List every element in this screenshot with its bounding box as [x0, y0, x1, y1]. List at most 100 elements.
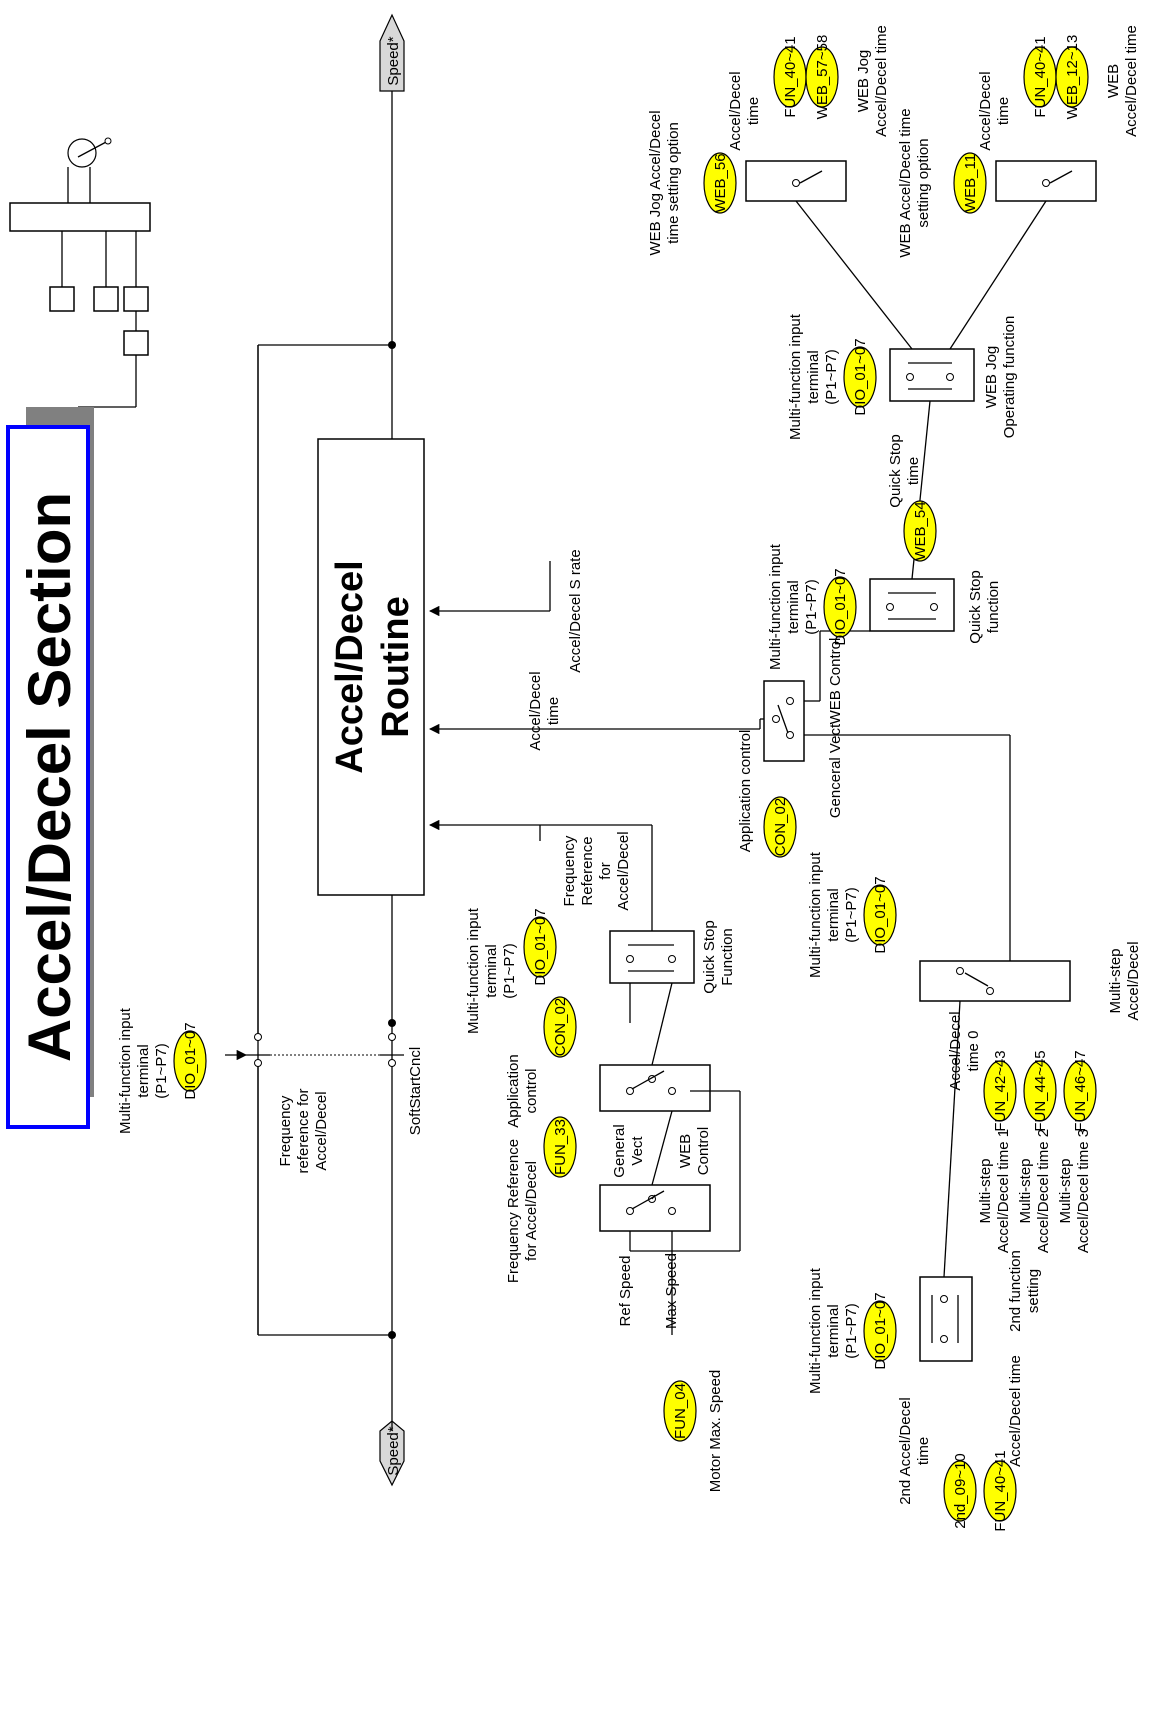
- label-mfi-2nd: Multi-function input terminal (P1~P7): [807, 1267, 860, 1394]
- svg-text:for Accel/Decel: for Accel/Decel: [523, 1161, 540, 1261]
- label-web-control: WEB Control: [677, 1127, 712, 1175]
- param-fun04: FUN_04: [663, 1380, 697, 1442]
- param-fun4445: FUN_44~45: [1023, 1050, 1057, 1132]
- freq-quick-stop-switch: [609, 930, 695, 984]
- svg-text:DIO_01~07: DIO_01~07: [872, 876, 889, 953]
- svg-text:time: time: [915, 1437, 932, 1465]
- param-web11: WEB_11: [953, 152, 987, 214]
- svg-text:(P1~P7): (P1~P7): [501, 943, 518, 998]
- freq-ref-selector-fun33: [599, 1184, 711, 1232]
- label-s-rate: Accel/Decel S rate: [567, 549, 584, 672]
- svg-text:terminal: terminal: [135, 1044, 152, 1097]
- label-ad-time-2nd: Accel/Decel time: [1007, 1355, 1024, 1467]
- accel-decel-routine-block: Accel/Decel Routine: [317, 438, 425, 896]
- svg-text:Routine: Routine: [375, 596, 417, 737]
- svg-text:time: time: [545, 697, 562, 725]
- svg-text:time setting option: time setting option: [665, 122, 682, 244]
- param-con02-freq: CON_02: [543, 996, 577, 1058]
- svg-text:Accel/Decel time 3: Accel/Decel time 3: [1075, 1129, 1092, 1253]
- svg-text:for: for: [597, 862, 614, 880]
- webjog-switch: [889, 348, 975, 402]
- label-jog-ad-time: Accel/Decel time: [727, 71, 762, 150]
- svg-text:2nd Accel/Decel: 2nd Accel/Decel: [897, 1397, 914, 1505]
- param-2nd0910: 2nd_09~10: [943, 1453, 977, 1529]
- svg-text:WEB_12~13: WEB_12~13: [1064, 35, 1081, 120]
- label-2nd-ad-time: 2nd Accel/Decel time: [897, 1397, 932, 1505]
- svg-text:WEB Jog: WEB Jog: [855, 50, 872, 113]
- label-ad-time0: Accel/Decel time 0: [947, 1011, 982, 1090]
- label-web-ad-time: Accel/Decel time: [977, 71, 1012, 150]
- svg-text:Frequency Reference: Frequency Reference: [505, 1139, 522, 1283]
- svg-text:Frequency: Frequency: [277, 1095, 294, 1166]
- svg-text:WEB: WEB: [1105, 64, 1122, 98]
- label-qs-fn: Quick Stop function: [967, 570, 1002, 643]
- label-webjog-opt: WEB Jog Accel/Decel time setting option: [647, 110, 682, 255]
- param-web1213: WEB_12~13: [1055, 35, 1089, 120]
- svg-text:time: time: [745, 97, 762, 125]
- svg-text:Multi-function input: Multi-function input: [465, 907, 482, 1034]
- svg-text:CON_02: CON_02: [552, 998, 569, 1056]
- svg-text:FUN_44~45: FUN_44~45: [1032, 1050, 1049, 1131]
- svg-text:General: General: [611, 1124, 628, 1177]
- svg-text:Function: Function: [719, 928, 736, 986]
- svg-text:Accel/Decel time 1: Accel/Decel time 1: [995, 1129, 1012, 1253]
- svg-text:FUN_33: FUN_33: [552, 1119, 569, 1175]
- quick-stop-switch: [869, 578, 955, 632]
- label-gen-vect: Genceral Vect: [827, 723, 844, 818]
- svg-text:Accel/Decel: Accel/Decel: [615, 831, 632, 910]
- svg-text:Vect: Vect: [629, 1136, 646, 1166]
- param-dio-quick: DIO_01~07: [823, 568, 857, 646]
- label-web-ad-opt: WEB Accel/Decel time setting option: [897, 108, 932, 257]
- freq-ref-selector-con02: [599, 1064, 711, 1112]
- label-freq-ref: Frequency reference for Accel/Decel: [277, 1088, 330, 1173]
- svg-text:DIO_01~07: DIO_01~07: [532, 908, 549, 985]
- svg-text:time 0: time 0: [965, 1031, 982, 1072]
- svg-text:DIO_01~07: DIO_01~07: [872, 1292, 889, 1369]
- svg-text:(P1~P7): (P1~P7): [153, 1043, 170, 1098]
- svg-text:Multi-function input: Multi-function input: [807, 1267, 824, 1394]
- param-dio-2nd: DIO_01~07: [863, 1292, 897, 1370]
- label-mfi-freq: Multi-function input terminal (P1~P7): [465, 907, 518, 1034]
- label-ref-speed: Ref Speed: [617, 1256, 634, 1327]
- label-ms1: Multi-step Accel/Decel time 1: [977, 1129, 1012, 1253]
- param-fun4041-jog: FUN_40~41: [773, 36, 807, 118]
- svg-text:Multi-function input: Multi-function input: [117, 1007, 134, 1134]
- svg-text:control: control: [523, 1068, 540, 1113]
- routine-inputs: [428, 561, 760, 841]
- svg-text:WEB Jog: WEB Jog: [983, 346, 1000, 409]
- svg-text:function: function: [985, 581, 1002, 634]
- param-web56: WEB_56: [703, 152, 737, 214]
- svg-text:Multi-step: Multi-step: [1057, 1158, 1074, 1223]
- svg-text:WEB: WEB: [677, 1134, 694, 1168]
- time-selector-con02: [759, 680, 1010, 762]
- svg-text:time: time: [995, 97, 1012, 125]
- param-fun4243: FUN_42~43: [983, 1050, 1017, 1132]
- svg-text:(P1~P7): (P1~P7): [803, 579, 820, 634]
- svg-text:Accel/Decel: Accel/Decel: [527, 671, 544, 750]
- svg-text:Quick Stop: Quick Stop: [701, 920, 718, 993]
- svg-text:2nd function: 2nd function: [1007, 1250, 1024, 1332]
- label-mfi-quick: Multi-function input terminal (P1~P7): [767, 543, 820, 670]
- svg-text:(P1~P7): (P1~P7): [823, 349, 840, 404]
- svg-text:setting: setting: [1025, 1269, 1042, 1313]
- second-function-switch: [919, 1276, 973, 1362]
- param-fun4041-web: FUN_40~41: [1023, 36, 1057, 118]
- label-web-ctrl: WEB Control: [827, 638, 844, 725]
- svg-text:Accel/Decel: Accel/Decel: [727, 71, 744, 150]
- label-ad-time: Accel/Decel time: [527, 671, 562, 750]
- label-mfi-main: Multi-function input terminal (P1~P7): [117, 1007, 170, 1134]
- svg-text:DIO_01~07: DIO_01~07: [182, 1022, 199, 1099]
- param-fun33: FUN_33: [543, 1116, 577, 1178]
- label-mfi-webjog: Multi-function input terminal (P1~P7): [787, 313, 840, 440]
- label-2nd-fn-setting: 2nd function setting: [1007, 1250, 1042, 1332]
- svg-text:FUN_40~41: FUN_40~41: [782, 36, 799, 117]
- svg-text:FUN_42~43: FUN_42~43: [992, 1050, 1009, 1131]
- label-app-ctrl-time: Application control: [737, 730, 754, 853]
- svg-text:Accel/Decel: Accel/Decel: [313, 1091, 330, 1170]
- param-con02-time: CON_02: [763, 796, 797, 858]
- svg-text:Reference: Reference: [579, 836, 596, 905]
- svg-text:terminal: terminal: [805, 350, 822, 403]
- label-softstart: SoftStartCncl: [407, 1047, 424, 1135]
- svg-text:Frequency: Frequency: [561, 835, 578, 906]
